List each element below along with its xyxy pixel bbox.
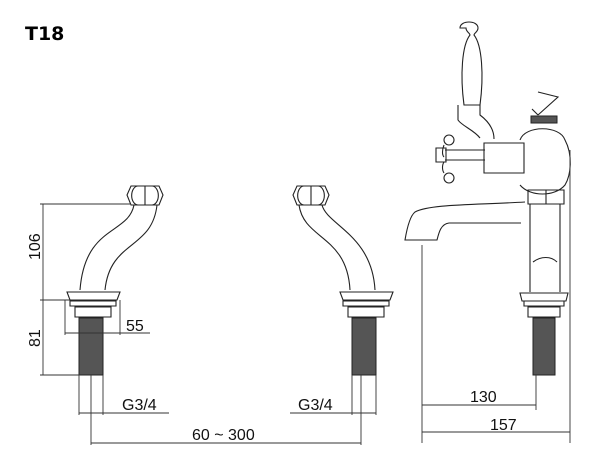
bath-faucet-side-view [404,21,571,376]
dim-55: 55 [126,318,144,335]
faucet-dimensions: 130 157 [421,150,571,443]
dim-130: 130 [470,389,497,406]
right-dimensions: G3/4 [290,375,377,445]
dim-right-thread: G3/4 [298,397,333,414]
dim-center-distance: 60 ~ 300 [192,427,255,444]
right-elbow-fitting [292,185,394,376]
dim-81: 81 [27,329,44,347]
left-dimensions: 106 81 55 G3/4 60 ~ 300 [27,203,361,445]
dim-106: 106 [27,233,44,260]
model-title: T18 [25,23,64,45]
left-elbow-fitting [66,185,164,376]
dim-157: 157 [490,417,517,434]
dim-left-thread: G3/4 [122,397,157,414]
